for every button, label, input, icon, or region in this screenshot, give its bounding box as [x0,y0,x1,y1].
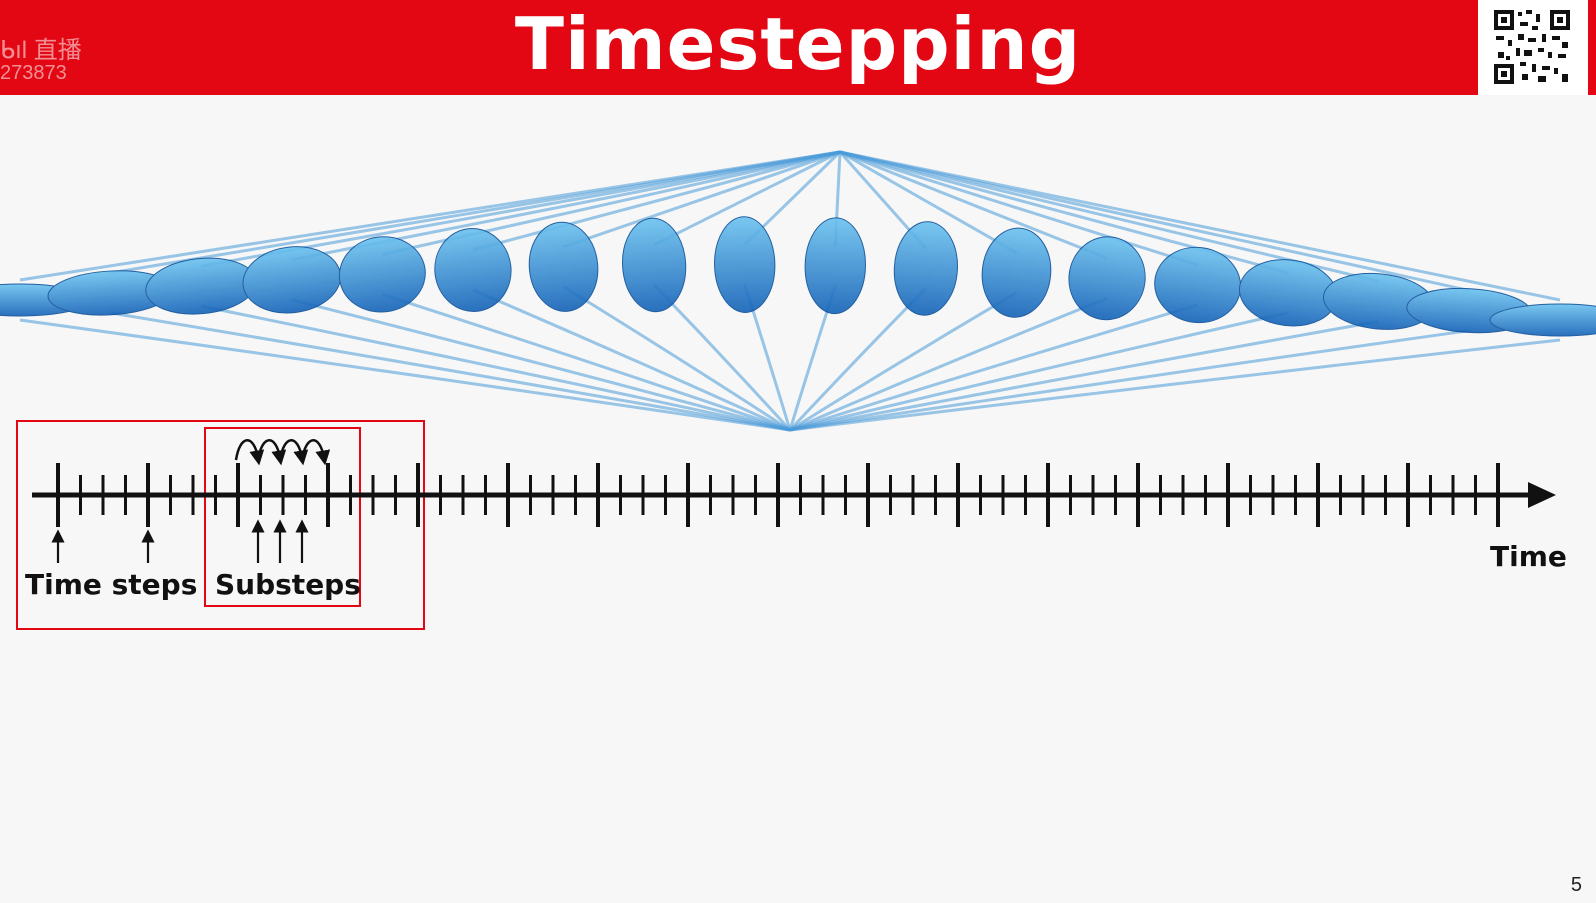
motion-strand [839,150,1199,267]
motion-strand [472,150,841,252]
slide-title: Timestepping [514,2,1082,86]
motion-strand [472,288,791,432]
motion-strand [200,304,791,432]
motion-strand [19,318,791,432]
substep-hop-arrows [234,439,331,466]
step-pointer-arrows [51,519,309,563]
figure-pose [714,216,776,313]
watermark-id: 273873 [0,62,67,84]
motion-strand [563,150,841,249]
motion-strand [381,292,791,432]
figure-pose [528,221,599,312]
qr-code-icon [1492,8,1572,86]
stream-watermark: ᑲıl 直播 273873 [0,37,82,85]
qr-code [1478,0,1588,95]
motion-strand [839,150,1289,275]
motion-strand [789,303,1199,432]
motion-strand [789,338,1561,432]
motion-strand [382,150,841,256]
title-bar: ᑲıl 直播 273873 Timestepping [0,0,1596,95]
motion-strand [789,319,1380,432]
motion-strand [562,285,791,432]
motion-strand [839,150,1561,302]
motion-strand [789,311,1289,432]
page-number: 5 [1570,874,1582,896]
motion-strand [789,296,1108,432]
figure-pose [622,217,687,313]
timeline-diagram [16,420,1556,630]
motion-strand [110,311,791,432]
watermark-brand: 直播 [33,37,82,64]
figure-pose [1489,303,1596,337]
bilibili-logo-icon: ᑲıl [0,37,28,64]
substeps-label: Substeps [215,568,361,601]
figure-pose [804,217,866,315]
time-steps-highlight-box [16,420,425,630]
figure-pose [893,221,958,316]
figure-pose [338,236,426,313]
motion-trail-illustration [0,150,1596,432]
time-axis-label: Time [1490,540,1567,573]
motion-strand [839,150,1108,260]
figure-pose [1068,236,1146,321]
motion-strand [789,291,1018,432]
motion-strand [291,298,791,432]
substeps-highlight-box [204,427,361,607]
time-axis-arrowhead [1528,482,1556,508]
figure-pose [981,227,1052,318]
motion-strand [789,329,1470,432]
figure-pose [434,227,512,312]
time-steps-label: Time steps [25,568,198,601]
